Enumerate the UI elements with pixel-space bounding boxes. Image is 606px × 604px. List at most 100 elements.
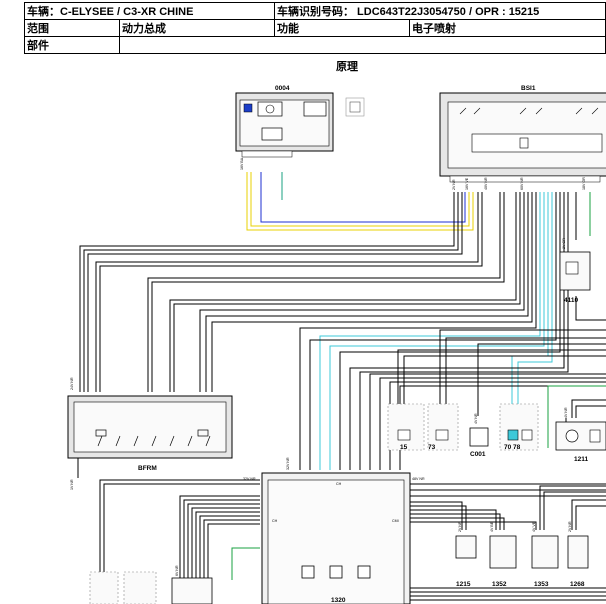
- wire-black: [575, 405, 606, 418]
- svg-text:4V NR: 4V NR: [474, 413, 478, 424]
- wire-black: [410, 501, 463, 530]
- wire-black: [195, 511, 260, 578]
- wire-black: [477, 343, 606, 416]
- wire-black: [187, 503, 260, 578]
- ground-icon: [345, 97, 365, 117]
- wire-black: [571, 399, 606, 418]
- wire-black: [539, 485, 606, 530]
- component-4110[interactable]: 2V GR 4110: [559, 238, 591, 304]
- label-4110: 4110: [564, 297, 578, 304]
- wire-black: [397, 349, 606, 404]
- svg-text:CH: CH: [336, 482, 342, 486]
- wire-black: [103, 483, 260, 604]
- wire-black: [205, 192, 529, 392]
- svg-text:2V NR: 2V NR: [452, 179, 456, 190]
- wire-teal: [319, 192, 541, 470]
- component-0004[interactable]: 0004 16V BA: [235, 85, 334, 170]
- label-1268: 1268: [570, 581, 585, 588]
- wire-black: [199, 192, 525, 392]
- label-15: 15: [400, 444, 408, 451]
- svg-text:2V NR: 2V NR: [568, 521, 572, 532]
- label-1353: 1353: [534, 581, 549, 588]
- svg-text:CH: CH: [272, 519, 278, 523]
- svg-text:60V NR: 60V NR: [520, 177, 524, 190]
- label-c001: C001: [470, 451, 486, 458]
- wire-black: [151, 192, 505, 392]
- wire-black: [179, 495, 260, 578]
- wire-black: [439, 329, 606, 404]
- wire-black: [410, 521, 537, 530]
- svg-text:16V BA: 16V BA: [240, 157, 244, 170]
- component-15[interactable]: 15: [387, 403, 425, 451]
- relay-symbols: [95, 429, 211, 447]
- svg-text:2V GR: 2V GR: [562, 238, 566, 249]
- function-label: 功能: [274, 19, 410, 37]
- svg-text:2V NR: 2V NR: [458, 521, 462, 532]
- label-0004: 0004: [275, 85, 290, 92]
- part-label: 部件: [24, 36, 120, 54]
- wire-black: [79, 192, 455, 392]
- svg-text:24V NR: 24V NR: [70, 377, 74, 390]
- label-1352: 1352: [492, 581, 507, 588]
- wire-black: [379, 377, 606, 470]
- wire-black: [309, 192, 557, 470]
- connector-0004: 16V BA: [240, 150, 293, 170]
- component-73[interactable]: 73: [427, 403, 459, 451]
- wire-black: [147, 192, 501, 392]
- wire-black: [369, 373, 606, 470]
- wire-black: [543, 491, 606, 530]
- wires: [77, 172, 606, 604]
- wire-black: [183, 499, 260, 578]
- header-table: 车辆：C-ELYSEE / C3-XR CHINE 车辆识别号码： LDC643…: [24, 2, 606, 54]
- wire-yellow: [246, 172, 474, 231]
- wire-blue: [260, 172, 466, 223]
- wire-black: [203, 519, 260, 578]
- wire-black: [83, 192, 459, 392]
- wire-green: [231, 547, 260, 580]
- svg-text:CMI: CMI: [392, 519, 399, 523]
- component-1268[interactable]: 2V NR 1268: [567, 521, 589, 588]
- svg-text:18V GR: 18V GR: [582, 177, 586, 190]
- label-bsi1: BSI1: [521, 85, 536, 92]
- wire-black: [99, 479, 260, 604]
- component-70-78[interactable]: 70 78: [499, 403, 539, 451]
- wire-black: [199, 515, 260, 578]
- part-value: [119, 36, 606, 54]
- component-1320[interactable]: 1320 CH CH CMI 32V NR 32V NR 48V NR: [243, 457, 425, 604]
- wire-black: [207, 523, 260, 578]
- wire-black: [299, 192, 537, 470]
- wire-teal: [329, 192, 545, 470]
- svg-text:16V VE: 16V VE: [465, 177, 469, 190]
- component-bsi1[interactable]: BSI1 2V NR 16V VE 40V NR 60V NR 18V GR: [439, 85, 606, 190]
- label-73: 73: [428, 444, 436, 451]
- label-70-78: 70 78: [504, 444, 521, 451]
- component-1352[interactable]: 4V BE 1352: [489, 521, 517, 588]
- component-bottom-left[interactable]: 6V NR: [89, 565, 213, 604]
- component-bfrm[interactable]: BFRM 24V NR 1V NR: [67, 377, 233, 490]
- wire-black: [571, 499, 606, 530]
- label-1211: 1211: [574, 456, 588, 463]
- svg-text:4V VE: 4V VE: [532, 521, 536, 532]
- svg-text:32V NR: 32V NR: [286, 457, 290, 470]
- svg-text:4V BE: 4V BE: [490, 521, 494, 532]
- component-1353[interactable]: 4V VE 1353: [531, 521, 559, 588]
- wire-green: [547, 385, 606, 434]
- wire-black: [173, 192, 521, 392]
- component-1215[interactable]: 2V NR 1215: [455, 521, 477, 588]
- wire-black: [99, 192, 483, 392]
- ecu-icons: [301, 565, 371, 579]
- display-icon: [243, 101, 327, 141]
- relay-symbols: [459, 107, 603, 153]
- component-c001[interactable]: 4V NR C001: [469, 413, 489, 458]
- wire-black: [95, 192, 479, 392]
- wire-black: [169, 192, 517, 392]
- wire-black: [191, 507, 260, 578]
- svg-text:1V NR: 1V NR: [70, 479, 74, 490]
- wire-black: [445, 337, 606, 404]
- component-1211[interactable]: 4V NR 1211: [555, 407, 606, 463]
- wire-yellow: [250, 172, 470, 227]
- wire-black: [403, 355, 606, 404]
- wire-black: [410, 517, 505, 530]
- svg-text:32V NR: 32V NR: [243, 477, 256, 481]
- wire-black: [575, 296, 606, 321]
